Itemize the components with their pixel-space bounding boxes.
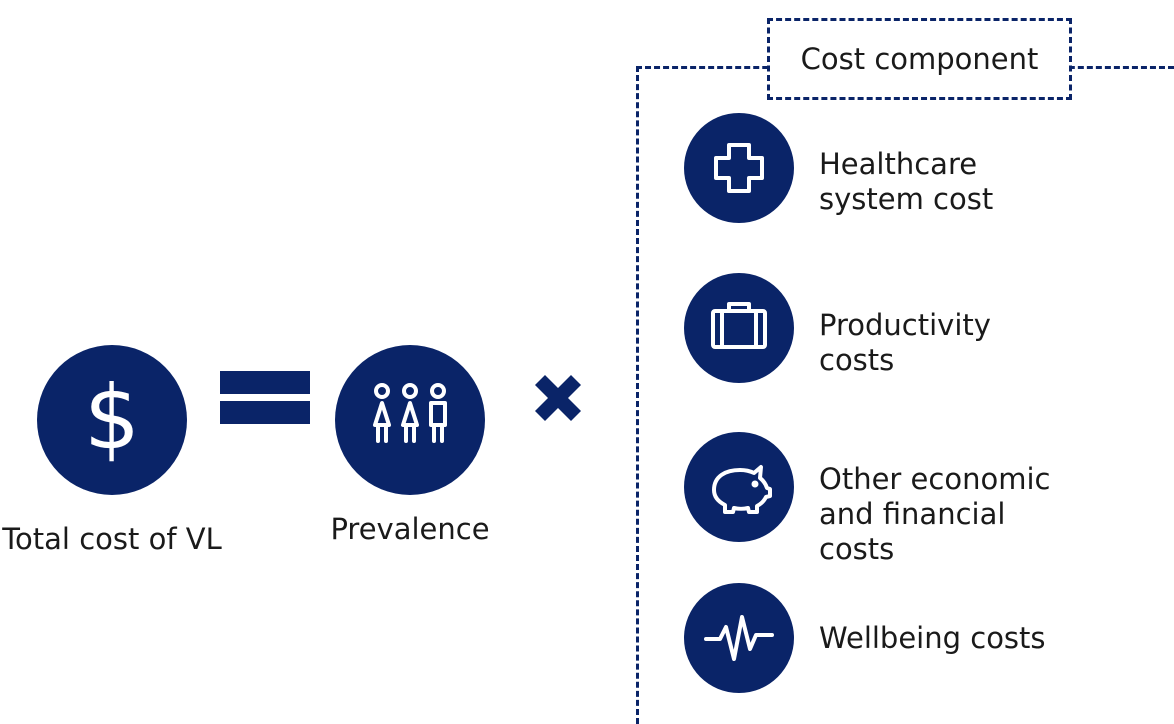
healthcare-label: Healthcare system cost <box>819 147 994 216</box>
other-economic-label: Other economic and financial costs <box>819 462 1051 566</box>
total-cost-label: Total cost of VL <box>2 522 222 556</box>
briefcase-icon <box>684 273 794 383</box>
productivity-label: Productivity costs <box>819 308 991 377</box>
panel-left-border <box>636 66 639 724</box>
wellbeing-label: Wellbeing costs <box>819 621 1046 655</box>
svg-text:$: $ <box>84 366 140 469</box>
cost-component-title: Cost component <box>767 18 1072 100</box>
dollar-icon: $ <box>37 345 187 495</box>
piggy-bank-icon <box>684 432 794 542</box>
multiply-icon <box>525 365 591 431</box>
people-icon <box>335 345 485 495</box>
medical-cross-icon <box>684 113 794 223</box>
prevalence-label: Prevalence <box>330 512 490 546</box>
heartbeat-icon <box>684 583 794 693</box>
